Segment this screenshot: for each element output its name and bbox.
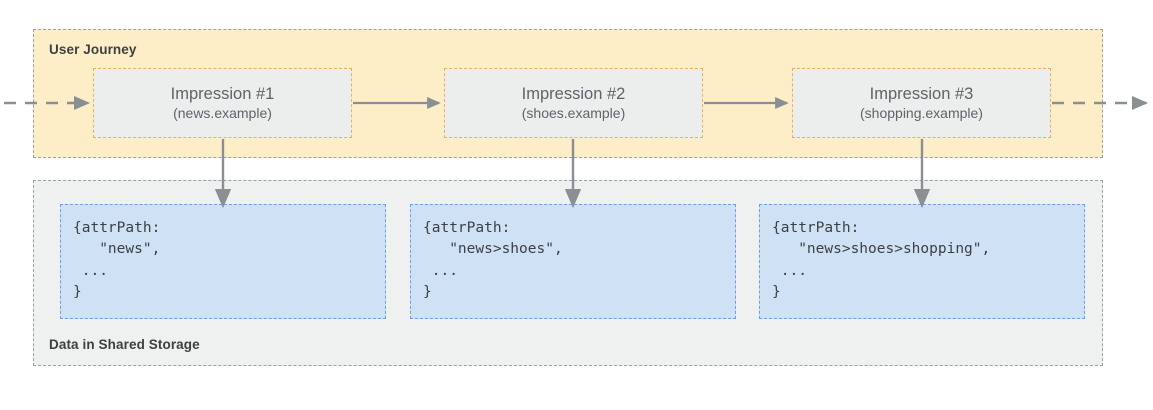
impression-subtitle-3: (shopping.example)	[860, 105, 983, 122]
shared-storage-label: Data in Shared Storage	[49, 337, 200, 352]
shared-storage-code-block-2: {attrPath: "news>shoes", ... }	[410, 204, 736, 319]
shared-storage-code-block-3: {attrPath: "news>shoes>shopping", ... }	[759, 204, 1085, 319]
impression-title-1: Impression #1	[170, 84, 275, 103]
impression-subtitle-2: (shoes.example)	[521, 105, 626, 122]
impression-title-3: Impression #3	[869, 84, 974, 103]
impression-box-1: Impression #1 (news.example)	[93, 68, 352, 138]
impression-subtitle-1: (news.example)	[173, 105, 272, 122]
code-text-2: {attrPath: "news>shoes", ... }	[423, 220, 563, 301]
code-text-3: {attrPath: "news>shoes>shopping", ... }	[772, 220, 991, 301]
impression-title-2: Impression #2	[521, 84, 626, 103]
user-journey-label: User Journey	[49, 42, 137, 57]
shared-storage-code-block-1: {attrPath: "news", ... }	[60, 204, 386, 319]
impression-box-3: Impression #3 (shopping.example)	[792, 68, 1051, 138]
impression-box-2: Impression #2 (shoes.example)	[444, 68, 703, 138]
code-text-1: {attrPath: "news", ... }	[73, 220, 161, 301]
